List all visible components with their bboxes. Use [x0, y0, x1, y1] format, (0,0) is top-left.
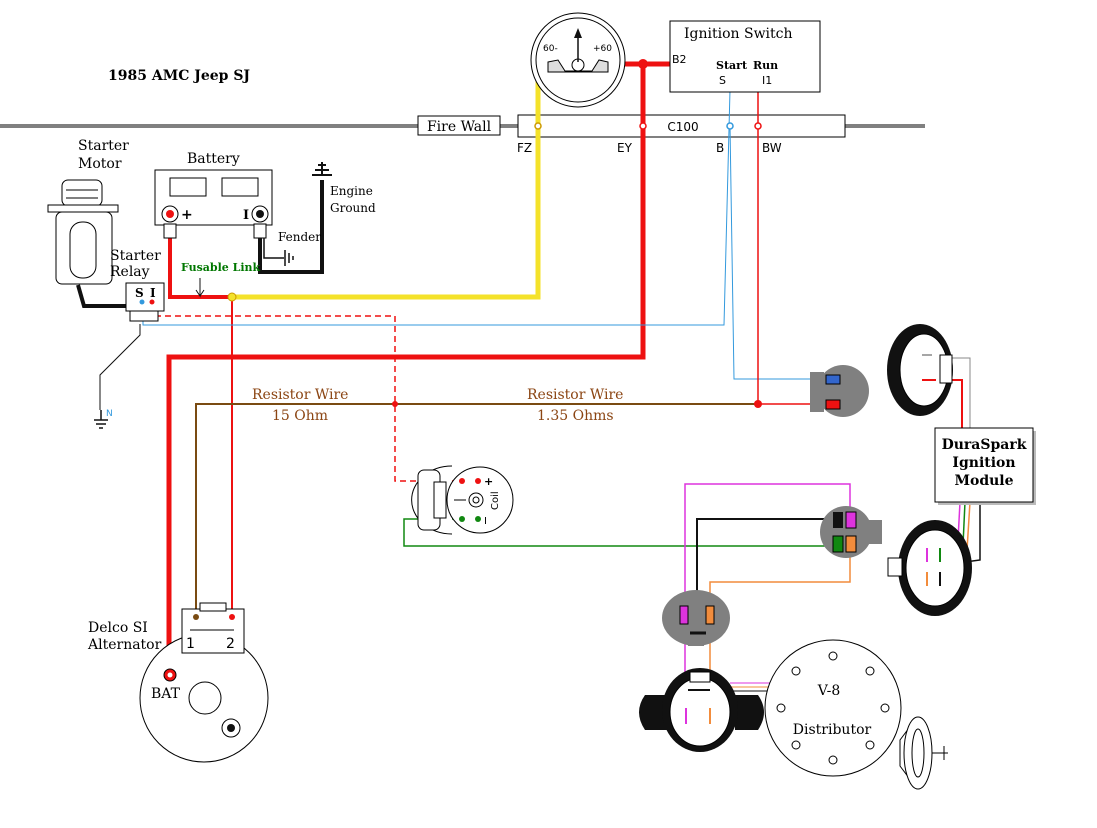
pin-bw-label: BW [762, 141, 782, 155]
duraspark-module: DuraSpark Ignition Module [934, 427, 1036, 505]
ignition-switch: Ignition Switch B2 Start Run S I1 [669, 20, 821, 93]
battery-label: Battery [187, 151, 240, 167]
gauge-right-label: +60 [593, 44, 612, 54]
bw-junction-dot [754, 400, 762, 408]
duraspark-label-3: Module [954, 473, 1013, 489]
diagram-title: 1985 AMC Jeep SJ [108, 68, 250, 84]
fusable-link-label: Fusable Link [181, 261, 261, 274]
main-red-wire [166, 61, 670, 675]
switch-run-label: Run [753, 59, 778, 72]
orange-wire [709, 546, 851, 710]
blue-wire-duraspark [729, 125, 826, 380]
battery-minus-label: I [243, 208, 249, 223]
coil-dashed-red-wire [155, 315, 462, 482]
fender-ground-icon [284, 250, 294, 266]
engine-ground-icon [312, 162, 332, 176]
coil-minus-label: I [484, 516, 487, 527]
module-outline-wire [950, 357, 971, 430]
starter-black-cable [76, 284, 126, 308]
connector-label: C100 [667, 120, 698, 134]
fusable-link-arrow [195, 278, 205, 298]
harness-connector-mid [820, 506, 882, 558]
battery-relay-red-wire [168, 225, 232, 299]
connector-c100: C100 FZ EY B BW [517, 114, 846, 155]
pin-b-label: B [716, 141, 724, 155]
duraspark-connector-upper [810, 365, 869, 417]
alt-terminal-2-label: 2 [226, 636, 235, 652]
switch-s-label: S [719, 74, 726, 87]
alternator: 1 2 BAT Delco SI Alternator [87, 602, 269, 763]
pin-ey-label: EY [617, 141, 633, 155]
pin-fz-label: FZ [517, 141, 532, 155]
battery: Battery + I [154, 151, 273, 239]
fender-ground-wire [263, 238, 284, 259]
starter-motor-label-2: Motor [78, 156, 122, 172]
resistor-value-label-2: 1.35 Ohms [537, 408, 614, 424]
engine-ground-label-2: Ground [330, 201, 376, 215]
resistor-junction-dot [392, 401, 398, 407]
resistor-value-label-1: 15 Ohm [272, 408, 328, 424]
duraspark-label-2: Ignition [952, 455, 1015, 471]
relay-s-label: S [135, 286, 144, 300]
firewall-label: Fire Wall [427, 119, 492, 135]
starter-motor-label-1: Starter [78, 138, 129, 154]
distributor-label-2: Distributor [793, 722, 872, 738]
relay-ground-wire [99, 324, 141, 410]
yellow-splice-dot [227, 292, 237, 302]
starter-motor: Starter Motor [47, 138, 129, 285]
switch-i1-label: I1 [762, 74, 772, 87]
coil-plus-label: + [484, 475, 493, 488]
relay-ground-icon [94, 410, 108, 429]
duraspark-label-1: DuraSpark [942, 437, 1027, 453]
connector-pins [534, 122, 762, 130]
distributor-connector [662, 590, 730, 646]
alt-bat-label: BAT [151, 686, 181, 702]
resistor-wire-label-2: Resistor Wire [527, 387, 623, 403]
ignition-switch-title: Ignition Switch [684, 26, 793, 42]
ammeter-gauge: 60- +60 [530, 12, 626, 108]
starter-relay-label-2: Relay [110, 264, 150, 280]
battery-ground-wire [258, 180, 324, 274]
starter-relay: S I Starter Relay [110, 248, 165, 322]
resistor-brown-wire [195, 403, 758, 617]
distributor: V-8 Distributor [764, 639, 948, 790]
distributor-label-1: V-8 [817, 683, 840, 699]
switch-b2-dot [638, 59, 648, 69]
yellow-wire [232, 60, 550, 300]
gauge-left-label: 60- [543, 44, 558, 54]
starter-relay-label-1: Starter [110, 248, 161, 264]
ignition-coil: + I Coil [411, 465, 514, 535]
coil-label: Coil [490, 491, 501, 510]
engine-ground-label-1: Engine [330, 184, 373, 198]
switch-start-label: Start [716, 59, 748, 72]
battery-plus-label: + [181, 207, 193, 223]
relay-ground-n-label: N [106, 409, 113, 419]
distributor-pickup-connector [639, 668, 764, 752]
alt-terminal-1-label: 1 [186, 636, 195, 652]
module-lower-connector [887, 520, 972, 616]
module-upper-connector [887, 324, 953, 416]
alternator-label-1: Delco SI [88, 620, 148, 636]
resistor-wire-label-1: Resistor Wire [252, 387, 348, 403]
alternator-label-2: Alternator [87, 637, 162, 653]
switch-b2-label: B2 [672, 53, 687, 66]
fender-label: Fender [278, 230, 321, 244]
relay-i-label: I [150, 286, 156, 300]
